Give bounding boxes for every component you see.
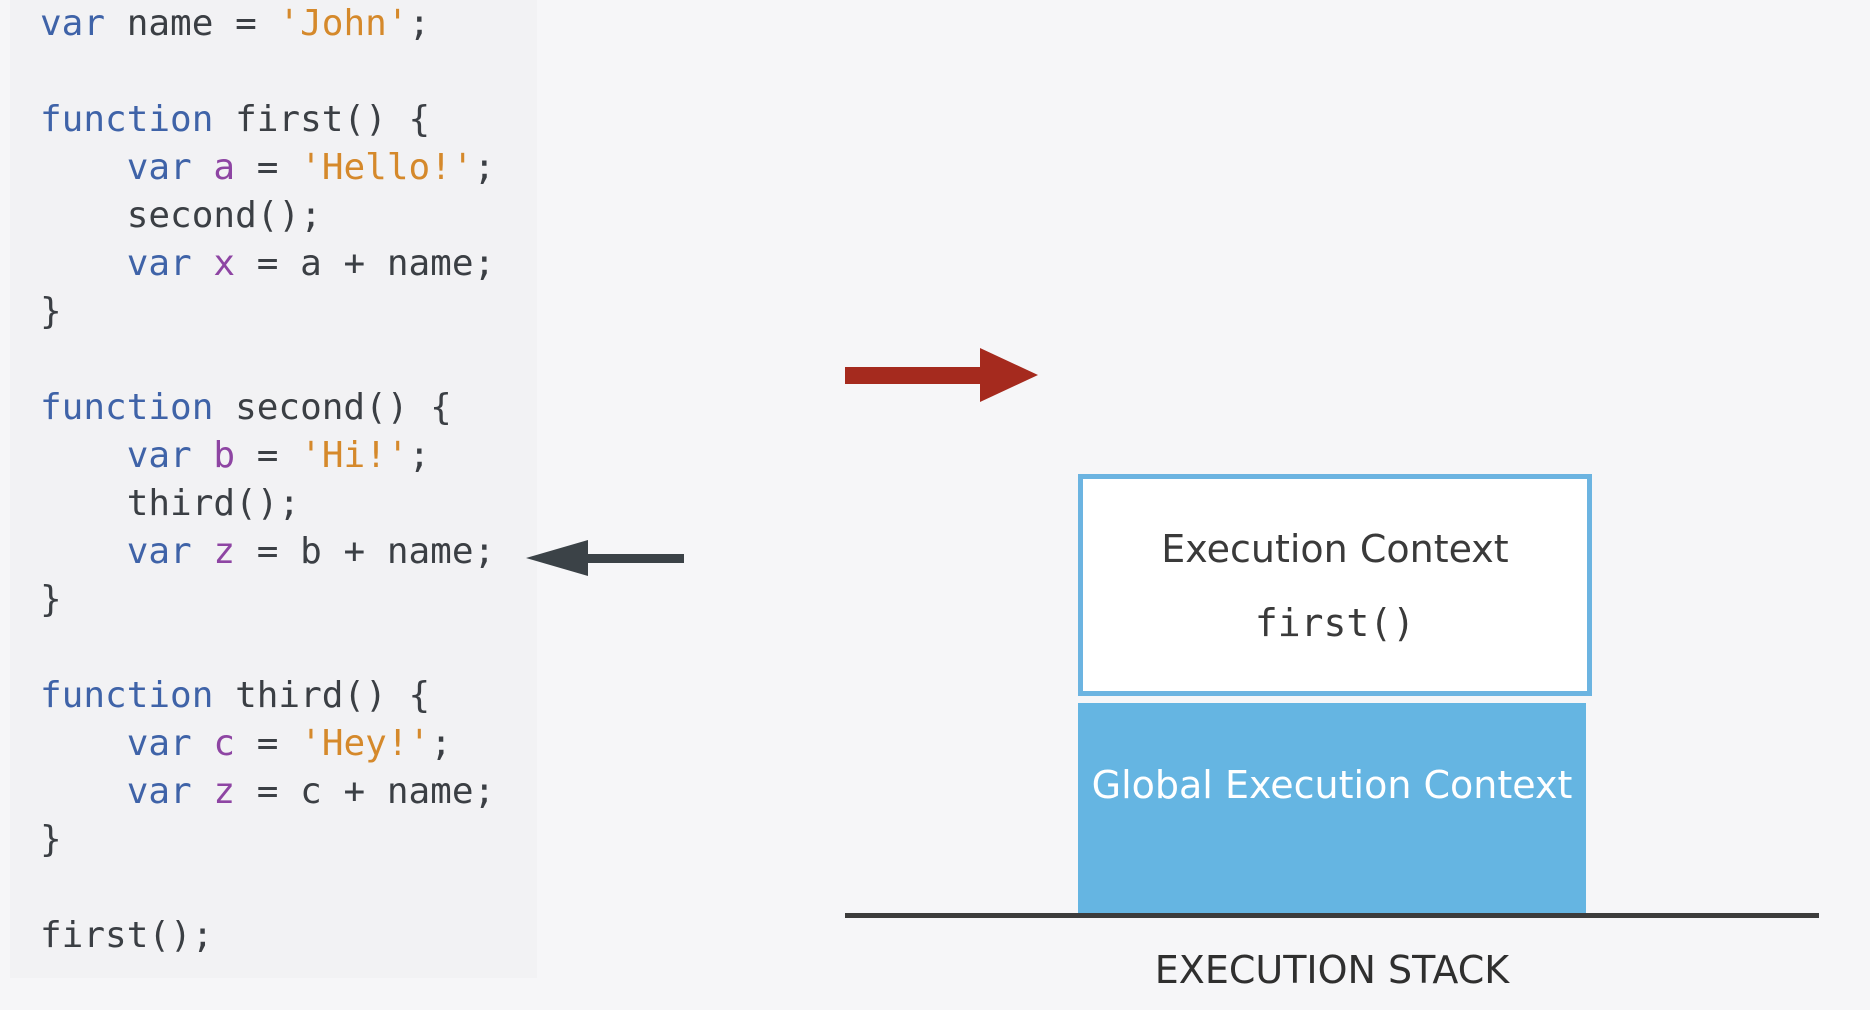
code-line: var z = c + name; [40, 768, 496, 816]
code-token-plain: ; [473, 147, 496, 188]
code-line: second(); [40, 192, 495, 240]
code-token-plain: ; [408, 435, 431, 476]
code-line: function third() { [40, 672, 495, 720]
code-token-plain: = a + name; [235, 243, 496, 284]
code-token-str: 'Hey!' [300, 723, 431, 764]
code-token-plain: second() { [213, 387, 452, 428]
arrow-right-icon [845, 348, 1038, 402]
code-line: } [40, 816, 495, 864]
code-token-str: 'Hi!' [300, 435, 409, 476]
code-token-var: a [213, 147, 236, 188]
code-token-plain: } [40, 819, 62, 860]
code-token-var: c [213, 723, 236, 764]
code-line: var x = a + name; [40, 240, 496, 288]
code-token-plain: name = [105, 3, 279, 44]
code-token-plain: ; [430, 723, 452, 764]
code-line: third(); [40, 480, 495, 528]
code-token-plain: = [235, 723, 301, 764]
code-token-plain [192, 243, 214, 284]
code-line: var name = 'John'; [40, 0, 495, 48]
code-token-plain: third() { [213, 675, 431, 716]
code-token-kw: function [40, 99, 214, 140]
code-token-plain [192, 771, 214, 812]
execution-stack-base-line [845, 913, 1819, 918]
code-token-kw: var [126, 771, 192, 812]
arrow-left-icon [526, 540, 684, 576]
code-token-kw: var [126, 243, 192, 284]
code-line: var c = 'Hey!'; [40, 720, 495, 768]
code-token-plain [40, 771, 127, 812]
execution-context-title: Execution Context [1161, 527, 1509, 571]
code-token-kw: var [126, 531, 192, 572]
code-token-kw: var [126, 435, 192, 476]
code-token-plain [40, 147, 127, 188]
code-token-plain: = c + name; [235, 771, 496, 812]
code-line: first(); [40, 912, 495, 960]
code-block: var name = 'John'; function first() { va… [40, 0, 495, 960]
code-token-kw: function [40, 387, 214, 428]
code-token-kw: var [126, 147, 192, 188]
execution-context-box: Execution Context first() [1078, 474, 1592, 696]
code-line: } [40, 576, 495, 624]
execution-stack-label: EXECUTION STACK [1154, 948, 1510, 992]
code-token-plain: } [40, 291, 62, 332]
code-line: } [40, 288, 495, 336]
code-token-plain: first(); [40, 915, 214, 956]
execution-context-function: first() [1254, 601, 1416, 645]
code-token-plain [192, 435, 214, 476]
code-line [40, 48, 495, 96]
code-token-plain [40, 243, 127, 284]
code-token-kw: var [40, 3, 106, 44]
code-line [40, 336, 495, 384]
code-panel: var name = 'John'; function first() { va… [10, 0, 537, 978]
code-token-plain [192, 723, 214, 764]
code-token-var: x [213, 243, 236, 284]
code-token-var: z [213, 771, 236, 812]
code-line [40, 864, 495, 912]
code-token-plain [192, 531, 214, 572]
global-execution-context-label: Global Execution Context [1091, 763, 1573, 807]
code-line: var b = 'Hi!'; [40, 432, 495, 480]
code-token-plain: = [235, 435, 301, 476]
global-execution-context-box: Global Execution Context [1078, 703, 1586, 917]
code-token-plain: = [235, 147, 301, 188]
code-token-plain: first() { [213, 99, 431, 140]
code-token-plain: second(); [40, 195, 322, 236]
code-token-plain: third(); [40, 483, 301, 524]
code-token-kw: function [40, 675, 214, 716]
code-token-plain: ; [408, 3, 431, 44]
code-token-var: b [213, 435, 236, 476]
code-token-plain: = b + name; [235, 531, 496, 572]
code-token-plain: } [40, 579, 62, 620]
code-token-str: 'Hello!' [300, 147, 474, 188]
code-token-plain [40, 723, 127, 764]
code-line: function first() { [40, 96, 495, 144]
code-line [40, 624, 495, 672]
code-line: var a = 'Hello!'; [40, 144, 496, 192]
code-token-var: z [213, 531, 236, 572]
code-token-plain [192, 147, 214, 188]
code-line: function second() { [40, 384, 495, 432]
code-line: var z = b + name; [40, 528, 496, 576]
code-token-str: 'John' [278, 3, 409, 44]
code-token-plain [40, 531, 127, 572]
code-token-kw: var [126, 723, 192, 764]
code-token-plain [40, 435, 127, 476]
